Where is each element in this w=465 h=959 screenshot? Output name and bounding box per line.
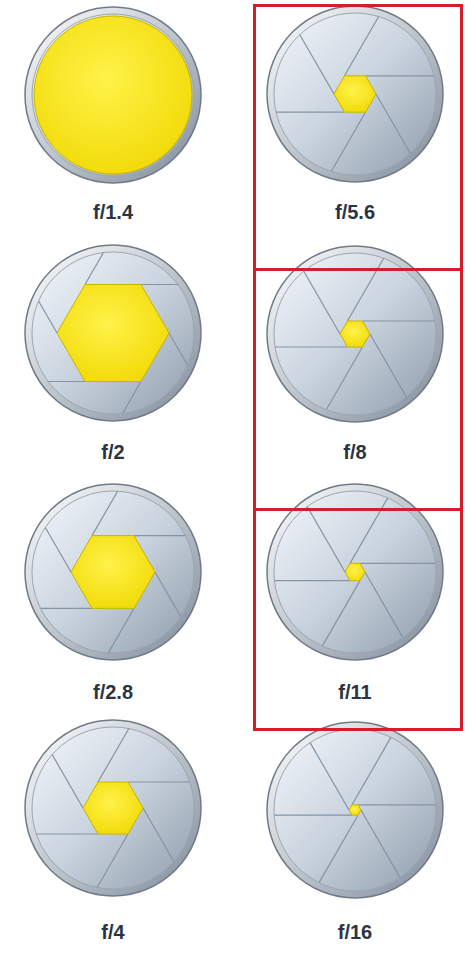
blade-edge — [45, 528, 71, 572]
lens-rim — [267, 6, 443, 182]
blade-edge — [361, 810, 400, 877]
blade-edge — [365, 572, 403, 637]
blade-edge — [307, 507, 345, 572]
blade-edge — [97, 834, 128, 887]
blade-edge — [52, 755, 83, 808]
aperture-opening — [340, 321, 370, 347]
f-stop-label: f/16 — [338, 922, 372, 942]
blade-edge — [300, 35, 334, 94]
f-stop-label: f/2.8 — [93, 682, 133, 702]
lens-rim — [25, 245, 201, 421]
blade-edge — [128, 781, 190, 782]
blade-edge — [141, 284, 178, 285]
blade-edge — [310, 743, 349, 810]
blade-edge — [275, 346, 347, 347]
blade-edge — [319, 815, 358, 882]
blade-edge — [169, 333, 187, 365]
aperture-blades — [32, 727, 194, 889]
blade-edge — [36, 833, 98, 834]
aperture-blades — [274, 729, 436, 891]
blade-edge — [331, 112, 365, 171]
aperture-blades — [32, 491, 194, 653]
aperture-blades — [274, 491, 436, 653]
blade-edge — [274, 580, 350, 581]
blade-edge — [92, 491, 118, 535]
blade-edge — [322, 581, 360, 646]
aperture-opening — [57, 285, 169, 382]
blade-edge — [363, 320, 435, 321]
blade-edge — [134, 535, 185, 536]
lens-rim — [25, 720, 201, 896]
aperture-opening — [334, 76, 376, 112]
highlight-box: f/8 — [253, 268, 463, 511]
f-stop-label: f/2 — [101, 442, 124, 462]
blade-edge — [376, 94, 410, 153]
aperture-blades — [274, 253, 436, 415]
blade-edge — [85, 253, 103, 285]
aperture-opening — [83, 782, 143, 834]
f-stop-label: f/5.6 — [335, 202, 375, 222]
aperture-blades — [274, 13, 436, 175]
highlight-box: f/5.6 — [253, 4, 463, 271]
blade-edge — [358, 804, 436, 805]
blade-edge — [326, 347, 362, 410]
blade-edge — [345, 17, 379, 76]
blade-edge — [108, 608, 134, 652]
blade-edge — [155, 572, 181, 616]
aperture-opening — [34, 16, 192, 174]
blade-edge — [143, 808, 174, 861]
aperture-opening — [71, 536, 155, 609]
blade-edge — [48, 381, 85, 382]
highlight-box: f/11 — [253, 508, 463, 731]
aperture-opening — [349, 805, 361, 815]
f-stop-label: f/11 — [338, 682, 371, 702]
blade-edge — [276, 112, 344, 113]
blade-edge — [370, 334, 406, 397]
blade-edge — [352, 737, 391, 804]
blade-edge — [366, 75, 434, 76]
f-stop-label: f/4 — [101, 922, 124, 942]
blade-edge — [123, 381, 141, 413]
blade-edge — [304, 271, 340, 334]
blade-edge — [98, 729, 129, 782]
aperture-blades — [32, 14, 194, 176]
aperture-opening — [345, 563, 365, 580]
aperture-blades — [32, 252, 194, 414]
f-stop-label: f/1.4 — [93, 202, 133, 222]
lens-rim — [267, 722, 443, 898]
lens-rim — [25, 7, 201, 183]
f-stop-label: f/8 — [343, 442, 366, 462]
blade-edge — [274, 815, 352, 816]
lens-rim — [267, 246, 443, 422]
blade-edge — [41, 608, 92, 609]
blade-edge — [360, 563, 436, 564]
lens-rim — [25, 484, 201, 660]
blade-edge — [39, 301, 57, 333]
